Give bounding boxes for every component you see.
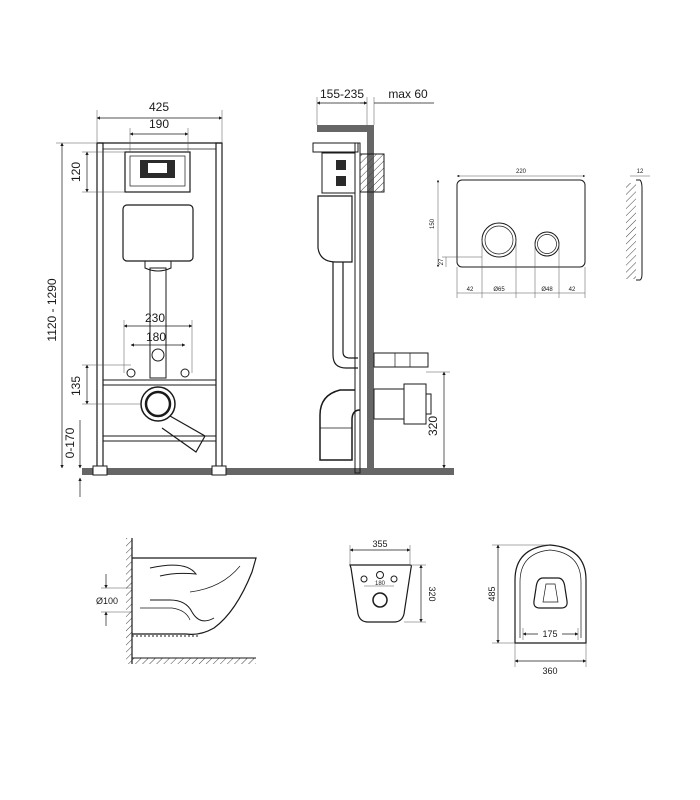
flush-width-label: 220: [516, 169, 527, 175]
bowl-top-outline: [514, 544, 587, 644]
side-view: [312, 125, 454, 475]
side-inlet-pipe: [373, 352, 429, 368]
flush-height-label: 150: [430, 218, 436, 229]
bowl-back-outline: [349, 564, 412, 623]
front-cistern: [122, 204, 194, 262]
side-waste-elbow: [319, 389, 361, 461]
front-pipe-height-label: 135: [69, 376, 83, 396]
side-view-dimensions: 155-235 max 60 320: [316, 87, 450, 469]
front-plate-height-label: 120: [69, 162, 83, 182]
bowl-back-outlet: [372, 592, 388, 608]
front-width-label: 425: [149, 100, 169, 114]
front-pipe-spacing-label: 180: [146, 330, 166, 344]
bowl-back-width-label: 355: [372, 539, 387, 549]
flush-right-margin-label: 42: [569, 287, 576, 293]
front-stud-spacing-label: 230: [145, 311, 165, 325]
flush-plate-outline: [456, 179, 586, 268]
frame-left-foot: [92, 465, 108, 476]
side-wall: [367, 125, 374, 473]
bowl-back-spacing-label: 180: [375, 581, 386, 587]
bowl-side-outline: [132, 557, 257, 635]
flush-plate-wall-hatch: [626, 183, 636, 279]
flush-left-margin-label: 42: [467, 287, 474, 293]
side-plate-box: [359, 153, 385, 193]
front-plate-width-label: 190: [149, 117, 169, 131]
side-wall-top: [317, 125, 374, 132]
bowl-top-length-label: 485: [487, 586, 497, 601]
bowl-outlet-label: Ø100: [96, 596, 118, 606]
flush-offset-label: 27: [439, 258, 445, 265]
frame-right-upright: [215, 142, 223, 474]
front-height-label: 1120 - 1290: [45, 278, 59, 341]
flush-small-button: [534, 231, 560, 257]
front-down-pipe: [149, 267, 167, 379]
bowl-top-width-label: 360: [542, 666, 557, 676]
bowl-back-view: 180 355 320: [349, 539, 437, 623]
front-foot-range-label: 0-170: [63, 427, 77, 458]
bowl-top-inner-label: 175: [542, 629, 557, 639]
side-outlet-pipe: [373, 388, 405, 420]
flush-big-button: [481, 222, 517, 258]
frame-right-foot: [211, 465, 227, 476]
front-water-inlet: [151, 348, 165, 362]
floor-line: [82, 468, 454, 475]
side-cistern: [317, 195, 353, 263]
bowl-top-drain: [533, 577, 568, 609]
frame-left-upright: [96, 142, 104, 474]
flush-plate-view: 220 150 27 42 Ø65 Ø48 42 12: [430, 169, 650, 298]
side-depth-label: 155-235: [320, 87, 364, 101]
front-right-stud: [180, 368, 190, 378]
front-view-dimensions: 425 190 120 1120 - 1290 230 180 135 0-17…: [45, 100, 223, 497]
side-floor: [317, 468, 454, 475]
bowl-side-view: Ø100: [96, 538, 257, 664]
front-left-stud: [126, 368, 136, 378]
side-actuator: [321, 152, 356, 194]
flush-big-button-label: Ø65: [493, 287, 505, 293]
front-view-frame: [82, 142, 454, 476]
side-max-label: max 60: [388, 87, 428, 101]
bowl-top-view: 175 360 485: [487, 544, 587, 676]
side-outlet-height-label: 320: [426, 416, 440, 436]
flush-thickness-label: 12: [637, 169, 644, 175]
bowl-side-wall: [126, 538, 132, 664]
bowl-back-depth-label: 320: [427, 586, 437, 601]
flush-small-button-label: Ø48: [541, 287, 553, 293]
